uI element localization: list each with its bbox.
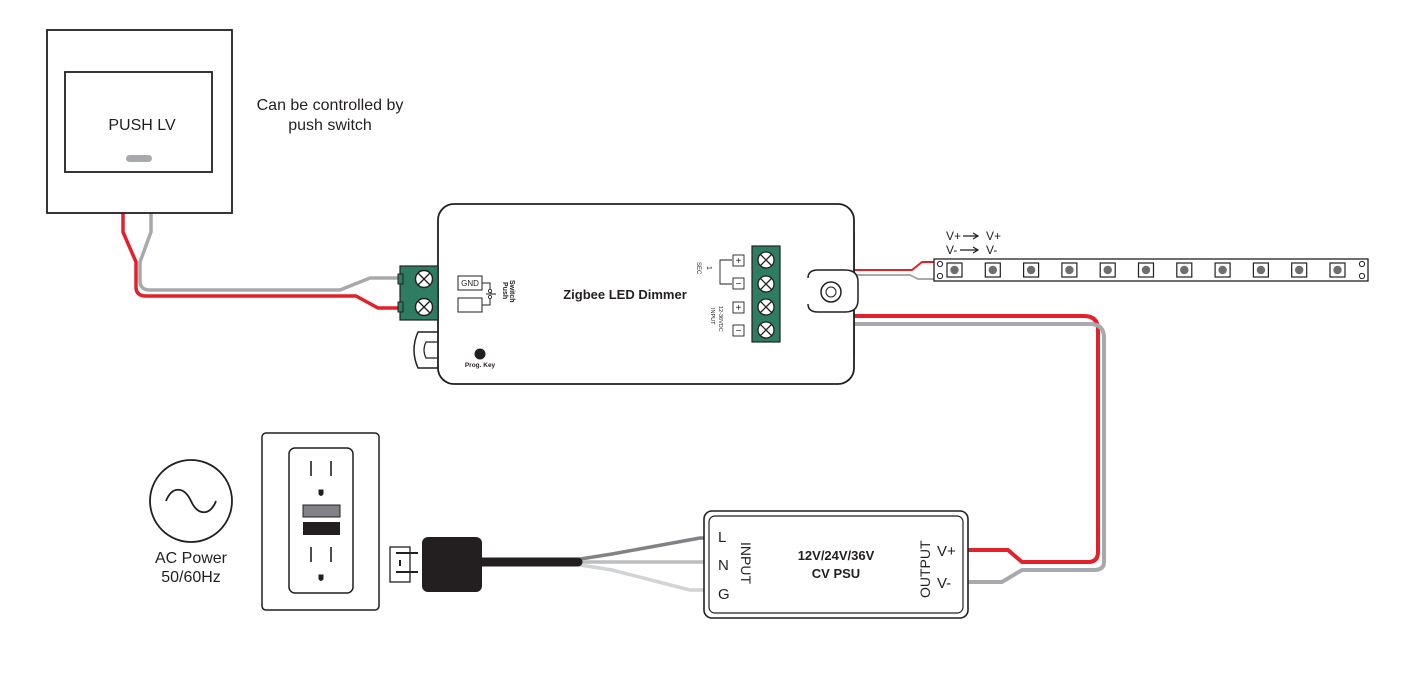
push-label-2: Switch <box>508 280 515 303</box>
dimmer-left-ear-slot <box>423 341 440 359</box>
input-label-small: INPUT <box>709 308 715 325</box>
output-screw-vminus <box>757 275 775 293</box>
input-screw-vplus <box>757 298 775 316</box>
wire-l-psu-input <box>572 536 714 562</box>
dimmer-left-ear <box>413 331 441 369</box>
vminus-source-label: V- <box>946 243 957 257</box>
psu-terminal-n: N <box>718 557 729 574</box>
wire-g-psu-input <box>572 562 714 592</box>
push-switch-caption-line1: Can be controlled by <box>257 97 404 114</box>
gnd-label: GND <box>461 279 479 288</box>
output-plus-box <box>732 254 745 267</box>
plug-body <box>422 537 482 592</box>
psu-terminal-l: L <box>718 529 726 546</box>
led-chip <box>1099 262 1116 278</box>
led-chip <box>1214 262 1231 278</box>
wall-outlet <box>261 432 380 611</box>
led-strip: V+ V+ V- V- <box>933 229 1369 282</box>
push-switch-symbol <box>482 282 496 306</box>
led-chip <box>1291 262 1308 278</box>
input-screw-vminus <box>757 321 775 339</box>
wire-red-push-switch <box>121 211 406 310</box>
wire-gray-psu-output <box>778 322 1106 584</box>
wires <box>121 211 1106 592</box>
solder-pad <box>1358 260 1366 268</box>
ac-power-source: AC Power 50/60Hz <box>149 459 233 586</box>
push-switch-indicator <box>126 155 152 162</box>
sec-bracket <box>719 259 732 285</box>
outlet-test-button <box>302 504 341 518</box>
output-minus-box <box>732 277 745 290</box>
vminus-arrow <box>960 246 980 254</box>
outlet-reset-button <box>303 522 340 535</box>
push-terminal-block-wirein-2 <box>397 301 404 313</box>
push-switch-label: PUSH LV <box>108 117 176 134</box>
solder-pad <box>936 272 944 280</box>
dimmer-mount-hole-inner <box>825 286 837 298</box>
dimmer-title: Zigbee LED Dimmer <box>563 287 687 302</box>
psu-output-label: OUTPUT <box>917 540 933 598</box>
sec-channel: 1 <box>705 266 712 270</box>
led-chip <box>1252 262 1270 278</box>
outlet-face <box>288 447 354 594</box>
led-chip <box>1137 262 1155 278</box>
push-screw-1 <box>414 269 434 289</box>
input-minus-box <box>732 324 745 337</box>
sec-label: SEC <box>695 262 701 275</box>
psu-title-line2: CV PSU <box>812 566 860 581</box>
power-plug <box>389 537 482 592</box>
input-plus-box <box>732 301 745 314</box>
vplus-arrow <box>963 232 980 240</box>
push-terminal-block-wirein-1 <box>397 273 404 285</box>
led-chip <box>1022 262 1040 278</box>
psu-vminus: V- <box>937 575 951 592</box>
push-switch-caption-line2: push switch <box>288 117 372 134</box>
led-chip <box>1176 262 1193 278</box>
push-switch-symbol-dot-1 <box>487 288 492 293</box>
wire-red-psu-output <box>778 306 1100 564</box>
led-strip-pads <box>936 260 1366 280</box>
output-minus-sign: − <box>736 279 742 290</box>
led-strip-chips <box>946 262 1346 278</box>
push-switch-symbol-dot-2 <box>487 294 492 299</box>
input-plus-sign: + <box>736 303 742 314</box>
input-voltage-small: 12-36VDC <box>717 306 723 332</box>
vminus-dest-label: V- <box>986 243 997 257</box>
output-screw-vplus <box>757 251 775 269</box>
prog-key-button[interactable] <box>474 348 486 360</box>
sine-wave-icon <box>165 488 217 514</box>
zigbee-led-dimmer: GND Push Switch Zigbee LED Dimmer Prog. … <box>397 203 859 385</box>
outlet-bottom-ground <box>318 574 324 581</box>
outlet-top-slots <box>310 461 332 476</box>
push-label-1: Push <box>501 282 508 299</box>
input-minus-sign: − <box>736 326 742 337</box>
push-label-box <box>457 297 483 313</box>
solder-pad <box>936 260 944 268</box>
push-switch: PUSH LV <box>46 29 233 214</box>
psu-title-line1: 12V/24V/36V <box>798 548 875 563</box>
psu-input-label: INPUT <box>738 542 754 584</box>
vplus-dest-label: V+ <box>986 229 1001 243</box>
solder-pad <box>1358 272 1366 280</box>
output-plus-sign: + <box>736 256 742 267</box>
led-chip <box>1329 262 1346 278</box>
led-chip <box>946 262 963 278</box>
psu-vplus: V+ <box>937 543 956 560</box>
psu-terminal-g: G <box>718 586 730 603</box>
plug-prongs <box>396 552 418 573</box>
push-screw-2 <box>414 297 434 317</box>
cv-psu: L N G INPUT 12V/24V/36V CV PSU OUTPUT V+… <box>703 510 969 619</box>
led-chip <box>984 262 1001 278</box>
prog-key-label: Prog. Key <box>465 362 496 369</box>
psu-inner-body <box>708 515 964 614</box>
vplus-source-label: V+ <box>946 229 961 243</box>
led-chip <box>1061 262 1078 278</box>
ac-power-label-line2: 50/60Hz <box>161 569 221 586</box>
wire-gray-push-switch <box>138 211 406 292</box>
outlet-bottom-slots <box>310 547 332 562</box>
ac-power-label-line1: AC Power <box>155 550 228 567</box>
outlet-top-ground <box>318 489 324 496</box>
